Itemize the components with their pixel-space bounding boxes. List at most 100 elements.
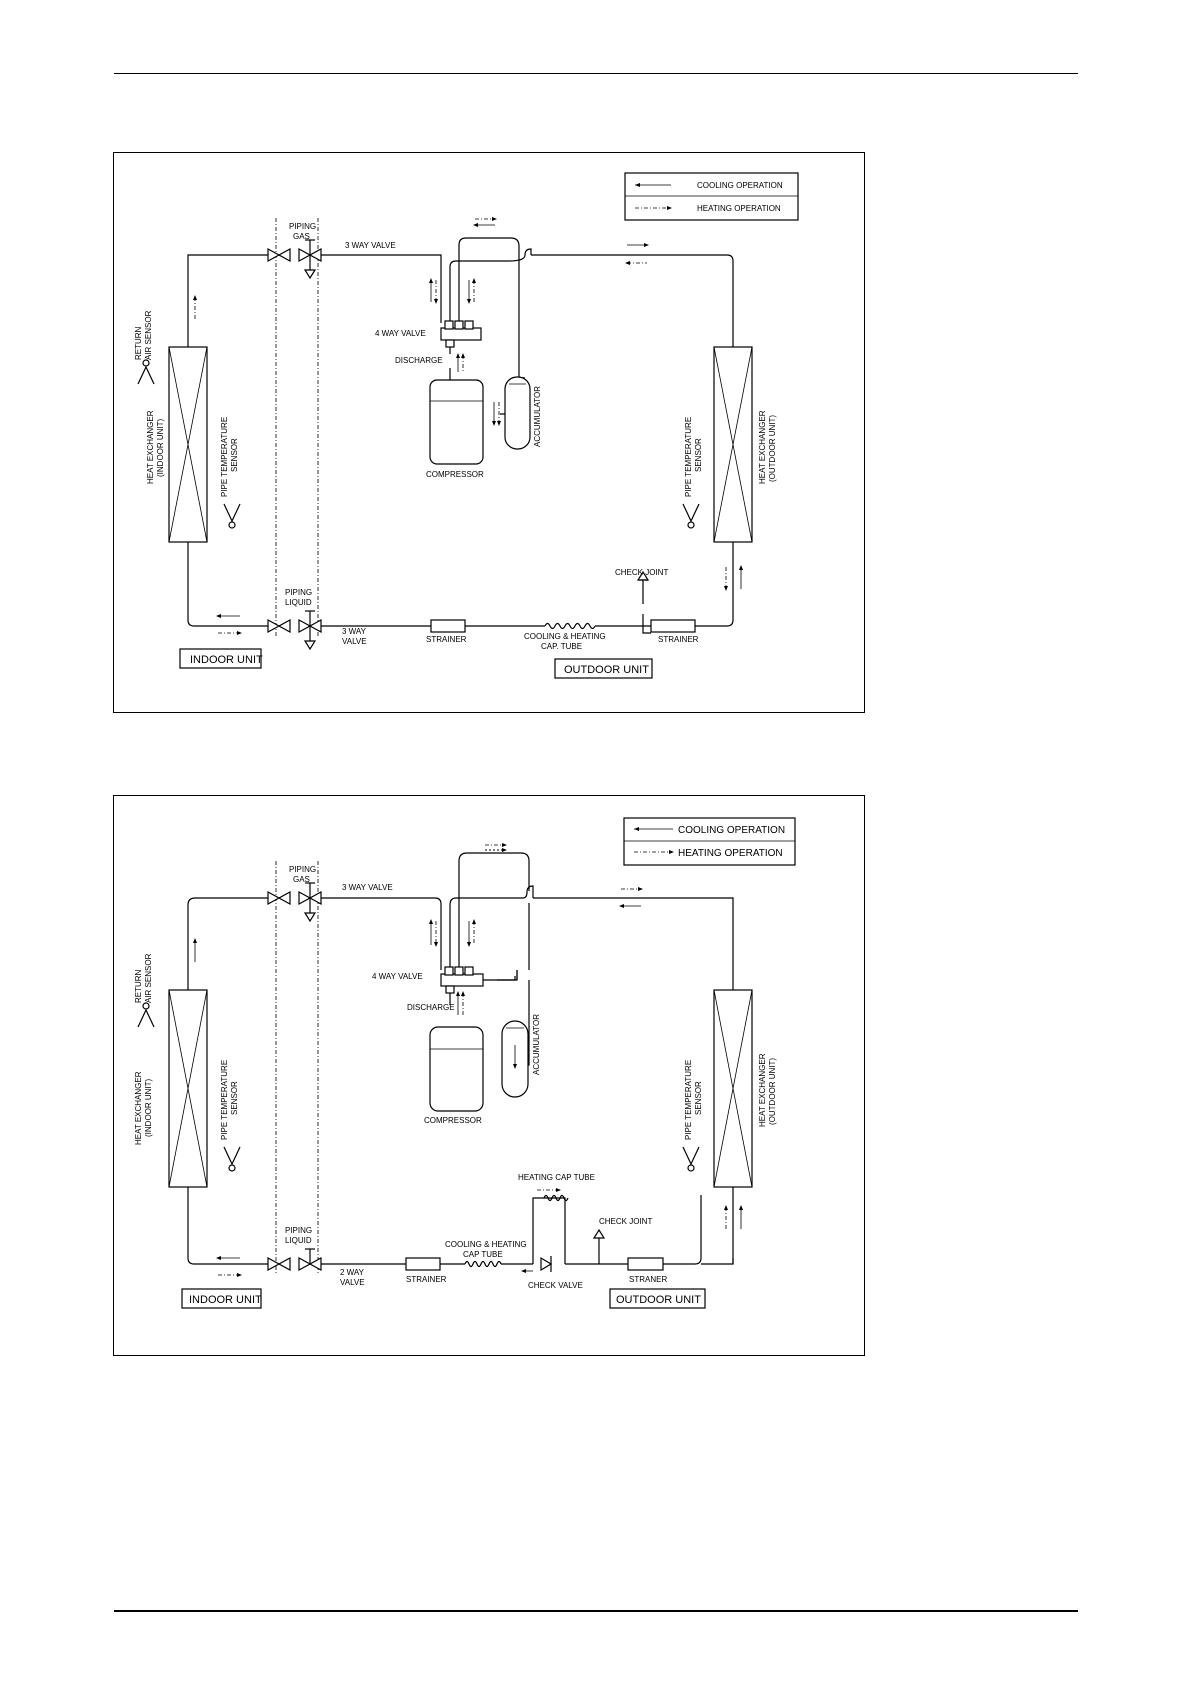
check-joint-label-2: CHECK JOINT: [599, 1217, 652, 1226]
return-air-sensor-label-1a: RETURN: [134, 326, 143, 360]
header-rule: [114, 73, 1078, 74]
heating-cap-tube-label-2: HEATING CAP TUBE: [518, 1173, 595, 1182]
accumulator-label-1: ACCUMULATOR: [533, 386, 542, 447]
piping-liquid-label-2b: LIQUID: [285, 1236, 312, 1245]
cap-tube-label-1b: CAP. TUBE: [541, 642, 582, 651]
outdoor-pipe-sensor-label-1a: PIPE TEMPERATURE: [684, 417, 693, 497]
piping-gas-label-2a: PIPING: [289, 865, 316, 874]
cap-tube-label-2b: CAP TUBE: [463, 1250, 503, 1259]
legend-1-heating-label: HEATING OPERATION: [697, 204, 781, 213]
strainer-left-label-2: STRAINER: [406, 1275, 447, 1284]
gas-service-valve-1: [267, 239, 322, 280]
legend-2-cooling-arrow-icon: [634, 827, 639, 831]
gas-service-valve-2: [267, 882, 322, 923]
strainer-right-label-2: STRANER: [629, 1275, 667, 1284]
heating-cap-tube-coil-2: [543, 1194, 569, 1202]
indoor-heat-exchanger-label-2a: HEAT EXCHANGER: [134, 1071, 143, 1145]
piping-liquid-label-1a: PIPING: [285, 588, 312, 597]
legend-2-box: [623, 817, 796, 866]
return-air-sensor-label-2a: RETURN: [134, 969, 143, 1003]
liquid-service-valve-2: [267, 1248, 322, 1272]
legend-1: COOLING OPERATION HEATING OPERATION: [624, 172, 799, 221]
strainer-left-1: [430, 619, 466, 633]
check-joint-icon-2: [592, 1228, 606, 1239]
bottom-valve-label-1b: VALVE: [342, 637, 367, 646]
four-way-valve-label-2: 4 WAY VALVE: [372, 972, 423, 981]
outdoor-unit-box-2: [609, 1288, 706, 1309]
three-way-valve-top-label-1: 3 WAY VALVE: [345, 241, 396, 250]
indoor-heat-exchanger-label-1b: (INDOOR UNIT): [156, 418, 165, 477]
legend-1-heating-arrow-icon: [667, 206, 672, 210]
check-valve-2: [540, 1256, 553, 1272]
compressor-label-2: COMPRESSOR: [424, 1116, 482, 1125]
cap-tube-label-2a: COOLING & HEATING: [445, 1240, 527, 1249]
cap-tube-coil-2: [464, 1260, 502, 1268]
check-valve-label-2: CHECK VALVE: [528, 1281, 583, 1290]
strainer-right-1: [650, 619, 696, 633]
legend-1-cooling-arrow-icon: [635, 183, 640, 187]
indoor-pipe-sensor-label-1b: SENSOR: [230, 438, 239, 472]
piping-liquid-label-1b: LIQUID: [285, 598, 312, 607]
indoor-pipe-sensor-label-2b: SENSOR: [230, 1081, 239, 1115]
return-air-sensor-icon-1: [137, 359, 155, 385]
piping-gas-label-1a: PIPING: [289, 222, 316, 231]
return-air-sensor-label-2b: AIR SENSOR: [144, 953, 153, 1003]
accumulator-label-2: ACCUMULATOR: [532, 1014, 541, 1075]
indoor-unit-box-2: [181, 1288, 262, 1309]
four-way-valve-1: [440, 320, 482, 348]
indoor-unit-box-1: [179, 648, 262, 669]
legend-1-cooling-label: COOLING OPERATION: [697, 181, 783, 190]
outdoor-heat-exchanger-2: [713, 989, 753, 1188]
footer-rule: [114, 1610, 1078, 1612]
strainer-right-label-1: STRAINER: [658, 635, 699, 644]
bottom-valve-label-1a: 3 WAY: [342, 627, 367, 636]
indoor-pipe-sensor-icon-1: [223, 503, 241, 529]
outdoor-heat-exchanger-label-2b: (OUTDOOR UNIT): [768, 1058, 777, 1125]
indoor-heat-exchanger-label-2b: (INDOOR UNIT): [144, 1078, 153, 1137]
outdoor-unit-label-1: OUTDOOR UNIT: [564, 664, 649, 676]
four-way-valve-2: [440, 966, 484, 994]
outdoor-heat-exchanger-label-1b: (OUTDOOR UNIT): [768, 415, 777, 482]
check-joint-label-1: CHECK JOINT: [615, 568, 668, 577]
legend-2-heating-arrow-icon: [669, 850, 674, 854]
discharge-label-1: DISCHARGE: [395, 356, 443, 365]
four-way-valve-label-1: 4 WAY VALVE: [375, 329, 426, 338]
indoor-unit-label-1: INDOOR UNIT: [190, 654, 263, 666]
outdoor-pipe-sensor-label-1b: SENSOR: [694, 438, 703, 472]
legend-2-heating-label: HEATING OPERATION: [678, 848, 783, 859]
bottom-valve-label-2b: VALVE: [340, 1278, 365, 1287]
indoor-heat-exchanger-label-1a: HEAT EXCHANGER: [146, 410, 155, 484]
flow-arrows-1: [193, 217, 743, 635]
cycle-diagram-1-canvas: COOLING OPERATION HEATING OPERATION: [113, 152, 865, 713]
strainer-right-2: [627, 1257, 664, 1271]
legend-2-cooling-label: COOLING OPERATION: [678, 825, 785, 836]
outdoor-pipe-sensor-label-2a: PIPE TEMPERATURE: [684, 1060, 693, 1140]
bottom-valve-label-2a: 2 WAY: [340, 1268, 365, 1277]
cap-tube-label-1a: COOLING & HEATING: [524, 632, 606, 641]
cap-tube-coil-1: [544, 622, 596, 630]
flow-arrows-2: [193, 843, 743, 1277]
indoor-pipe-sensor-icon-2: [223, 1146, 241, 1172]
compressor-label-1: COMPRESSOR: [426, 470, 484, 479]
outdoor-pipe-sensor-icon-1: [682, 503, 700, 529]
outdoor-pipe-sensor-label-2b: SENSOR: [694, 1081, 703, 1115]
return-air-sensor-icon-2: [137, 1002, 155, 1028]
legend-2: COOLING OPERATION HEATING OPERATION: [623, 817, 796, 866]
strainer-left-2: [405, 1257, 441, 1271]
outdoor-unit-label-2: OUTDOOR UNIT: [616, 1294, 701, 1306]
indoor-unit-label-2: INDOOR UNIT: [189, 1294, 262, 1306]
piping-liquid-label-2a: PIPING: [285, 1226, 312, 1235]
cycle-diagram-2-canvas: COOLING OPERATION HEATING OPERATION: [113, 795, 865, 1356]
outdoor-unit-box-1: [554, 658, 653, 679]
refrigerant-cycle-diagram-2: COOLING OPERATION HEATING OPERATION: [113, 795, 865, 1356]
piping-gas-label-1b: GAS: [293, 232, 310, 241]
piping-gas-label-2b: GAS: [293, 875, 310, 884]
compressor-2: [429, 1026, 484, 1112]
indoor-heat-exchanger-1: [168, 346, 208, 543]
indoor-pipe-sensor-label-2a: PIPE TEMPERATURE: [220, 1060, 229, 1140]
discharge-label-2: DISCHARGE: [407, 1003, 455, 1012]
return-air-sensor-label-1b: AIR SENSOR: [144, 310, 153, 360]
outdoor-heat-exchanger-label-1a: HEAT EXCHANGER: [758, 410, 767, 484]
legend-1-box: [624, 172, 799, 221]
strainer-left-label-1: STRAINER: [426, 635, 467, 644]
